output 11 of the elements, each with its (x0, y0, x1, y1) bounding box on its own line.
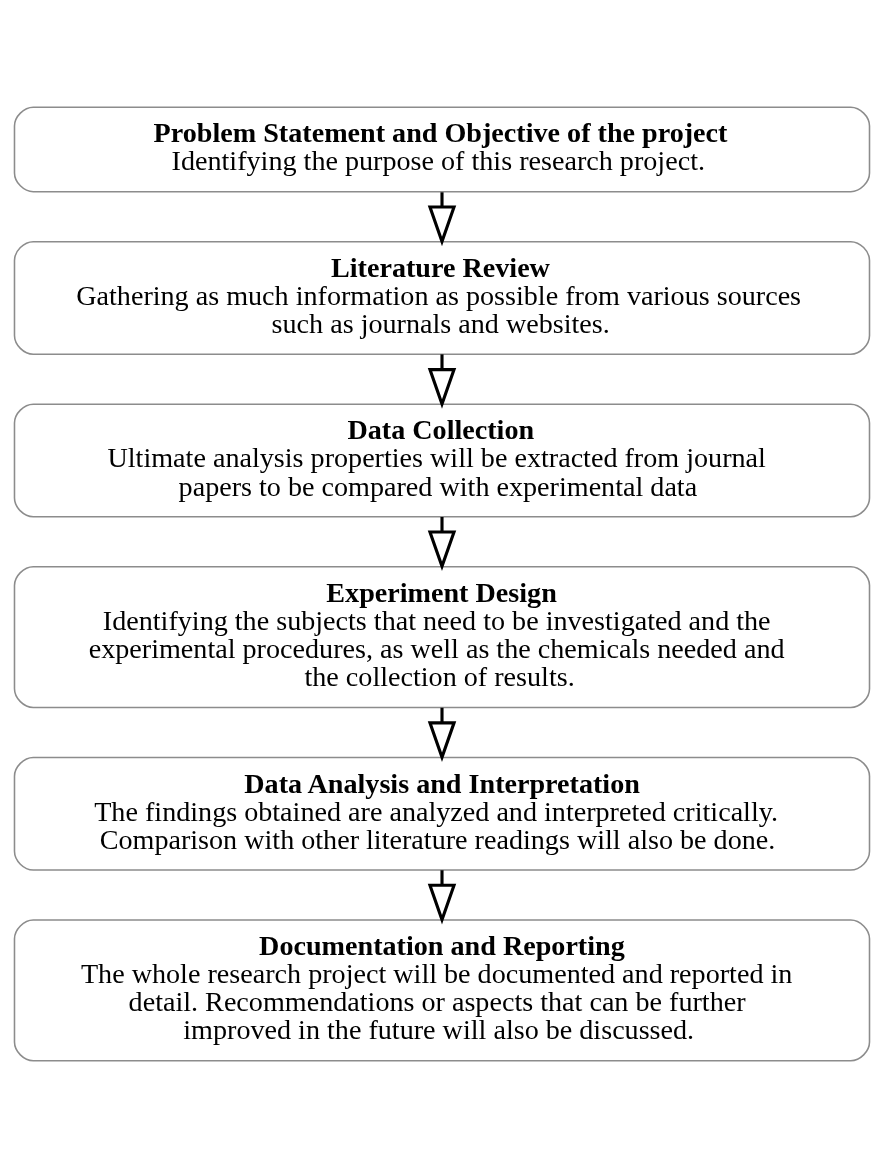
node-box: Experiment Design Identifying the subjects that need to be investigated and the experimental procedures, as well as the chemicals needed and the collection of results. (13, 565, 871, 708)
arrow (427, 869, 457, 924)
arrow (427, 707, 457, 762)
node-box: Data Collection Ultimate analysis properties will be extracted from journal papers to be compared with experimental data (13, 402, 871, 518)
arrow (427, 191, 457, 246)
node-box: Literature Review Gathering as much information as possible from various sources such as journals and websites. (13, 240, 871, 355)
node-box: Data Analysis and Interpretation The findings obtained are analyzed and interpreted critically. Comparison with other literature readings will also be done. (13, 756, 871, 871)
node-box: Problem Statement and Objective of the project Identifying the purpose of this research project. (13, 105, 871, 192)
arrow (427, 516, 457, 571)
arrow (427, 353, 457, 409)
node-box: Documentation and Reporting The whole research project will be documented and reported in detail. Recommendations or aspects that can be further improved in the future will also be discussed. (13, 918, 871, 1062)
